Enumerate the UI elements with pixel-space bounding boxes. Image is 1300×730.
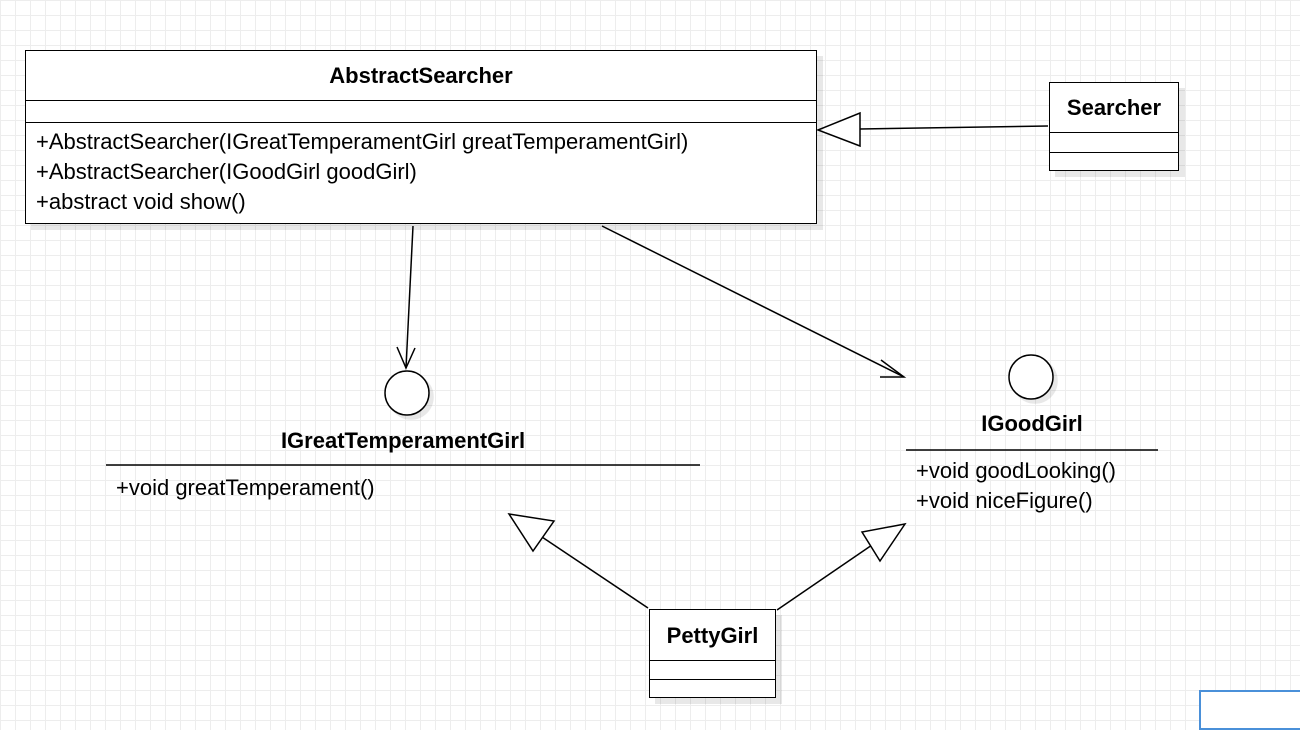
operation: +void goodLooking(): [916, 458, 1116, 483]
realization-pettygirl-to-igoodgirl[interactable]: [776, 522, 907, 611]
realization-pettygirl-to-igreattemperamentgirl[interactable]: [507, 513, 649, 609]
interface-name-igoodgirl[interactable]: IGoodGirl: [981, 411, 1083, 436]
class-name: Searcher: [1050, 83, 1178, 133]
class-name: PettyGirl: [650, 610, 775, 661]
interface-circle-igreattemperamentgirl[interactable]: [384, 370, 430, 416]
class-pettygirl[interactable]: PettyGirl: [649, 609, 776, 698]
interface-circle-igoodgirl[interactable]: [1008, 354, 1054, 400]
class-searcher[interactable]: Searcher: [1049, 82, 1179, 171]
attributes-compartment: [26, 101, 816, 123]
attributes-compartment: [650, 661, 775, 680]
operation: +AbstractSearcher(IGoodGirl goodGirl): [36, 159, 417, 184]
interface-name-igreattemperamentgirl[interactable]: IGreatTemperamentGirl: [280, 428, 526, 453]
class-abstractsearcher[interactable]: AbstractSearcher +AbstractSearcher(IGrea…: [25, 50, 817, 224]
generalization-searcher-to-abstractsearcher[interactable]: [815, 111, 1049, 148]
association-abstractsearcher-to-igoodgirl[interactable]: [601, 225, 907, 378]
operation: +void niceFigure(): [916, 488, 1093, 513]
class-name: AbstractSearcher: [26, 51, 816, 101]
interface-operations-igreattemperamentgirl: +void greatTemperament(): [116, 473, 375, 503]
outline-panel[interactable]: [1199, 690, 1300, 730]
operations-compartment: +AbstractSearcher(IGreatTemperamentGirl …: [26, 123, 816, 217]
association-abstractsearcher-to-igreattemperamentgirl[interactable]: [396, 225, 416, 370]
operation: +AbstractSearcher(IGreatTemperamentGirl …: [36, 129, 689, 154]
operation: +abstract void show(): [36, 189, 246, 214]
diagram-canvas: [106, 111, 1158, 611]
interface-operations-igoodgirl: +void goodLooking() +void niceFigure(): [916, 456, 1116, 516]
operation: +void greatTemperament(): [116, 475, 375, 500]
attributes-compartment: [1050, 133, 1178, 153]
